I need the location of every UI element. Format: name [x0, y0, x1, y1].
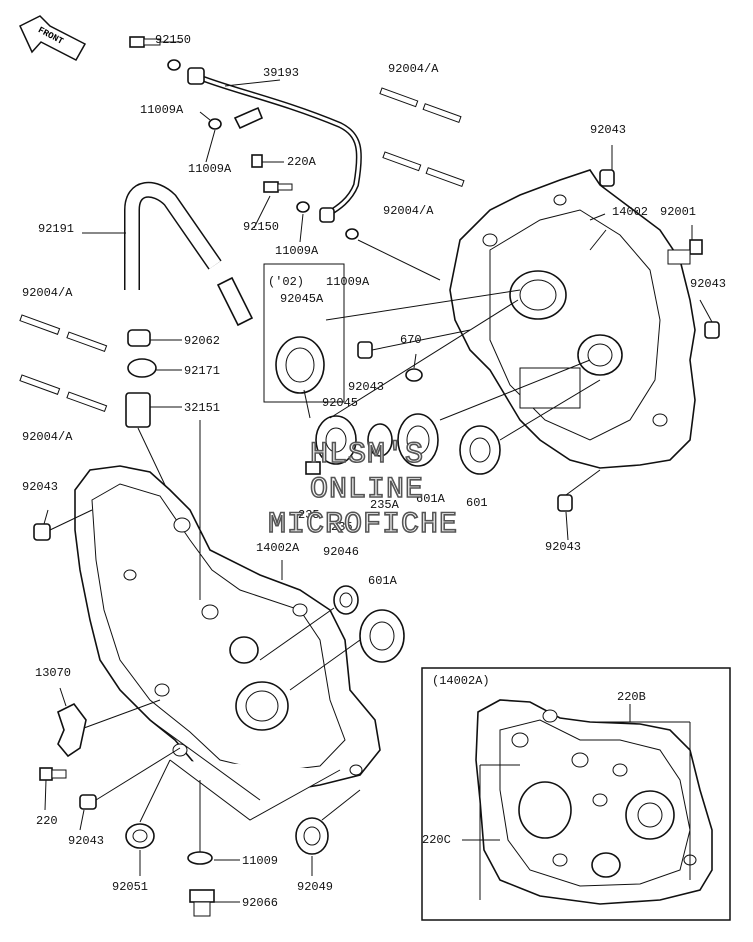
- part-label-92150-top: 92150: [155, 33, 191, 47]
- part-label-92043-2: 92043: [690, 277, 726, 291]
- part-label-14002: 14002: [612, 205, 648, 219]
- part-label-92043-5: 92043: [545, 540, 581, 554]
- part-label-11009A-2: 11009A: [188, 162, 232, 176]
- part-label-92004A-2: 92004/A: [383, 204, 434, 218]
- part-label-13070: 13070: [35, 666, 71, 680]
- crankcase-left-half: [33, 420, 405, 917]
- part-label-601A-2: 601A: [368, 574, 398, 588]
- part-label-92001: 92001: [660, 205, 696, 219]
- watermark: HLSM'S ONLINE MICROFICHE: [267, 437, 458, 543]
- part-label-92066: 92066: [242, 896, 278, 910]
- part-label-220C: 220C: [422, 833, 451, 847]
- part-label-92062: 92062: [184, 334, 220, 348]
- part-label-11009: 11009: [242, 854, 278, 868]
- part-label-11009A-4: 11009A: [326, 275, 370, 289]
- part-label-39193: 39193: [263, 66, 299, 80]
- part-label-92043-3: 92043: [348, 380, 384, 394]
- part-label-92045A: 92045A: [280, 292, 324, 306]
- part-label-92004A-3: 92004/A: [22, 286, 73, 300]
- bearings-and-seals: [263, 263, 601, 475]
- front-arrow-icon: FRONT: [19, 15, 87, 61]
- part-label-92171: 92171: [184, 364, 220, 378]
- part-label-02: ('02): [268, 275, 304, 289]
- part-label-92046: 92046: [323, 545, 359, 559]
- part-label-11009A-1: 11009A: [140, 103, 184, 117]
- oil-pipe-assembly: [129, 36, 441, 281]
- part-label-92051: 92051: [112, 880, 148, 894]
- part-label-601: 601: [466, 496, 488, 510]
- watermark-line-1: HLSM'S: [310, 438, 424, 472]
- part-label-92150-mid: 92150: [243, 220, 279, 234]
- part-label-92191: 92191: [38, 222, 74, 236]
- part-label-601A-1: 601A: [416, 492, 446, 506]
- part-label-14002A-box: (14002A): [432, 674, 490, 688]
- part-label-670: 670: [400, 333, 422, 347]
- part-label-220: 220: [36, 814, 58, 828]
- part-label-14002A: 14002A: [256, 541, 300, 555]
- breather-hose: [82, 181, 254, 327]
- part-label-11009A-3: 11009A: [275, 244, 319, 258]
- stud-bolts: [19, 87, 465, 413]
- inset-box: [421, 667, 731, 921]
- part-label-235A: 235A: [370, 498, 400, 512]
- part-label-235-1: 235: [298, 508, 320, 522]
- part-label-220A: 220A: [287, 155, 317, 169]
- part-label-92043-4: 92043: [22, 480, 58, 494]
- part-label-235-2: 235: [331, 520, 353, 534]
- part-labels: 92150 39193 11009A 11009A 220A 92150 11009A 110…: [22, 33, 726, 910]
- part-label-92043-6: 92043: [68, 834, 104, 848]
- part-label-32151: 32151: [184, 401, 220, 415]
- part-label-92004A-4: 92004/A: [22, 430, 73, 444]
- part-label-92049: 92049: [297, 880, 333, 894]
- part-label-92045: 92045: [322, 396, 358, 410]
- watermark-line-2: ONLINE: [310, 473, 424, 507]
- part-label-220B: 220B: [617, 690, 646, 704]
- watermark-line-3: MICROFICHE: [268, 508, 458, 542]
- part-label-92043-1: 92043: [590, 123, 626, 137]
- part-label-92004A-1: 92004/A: [388, 62, 439, 76]
